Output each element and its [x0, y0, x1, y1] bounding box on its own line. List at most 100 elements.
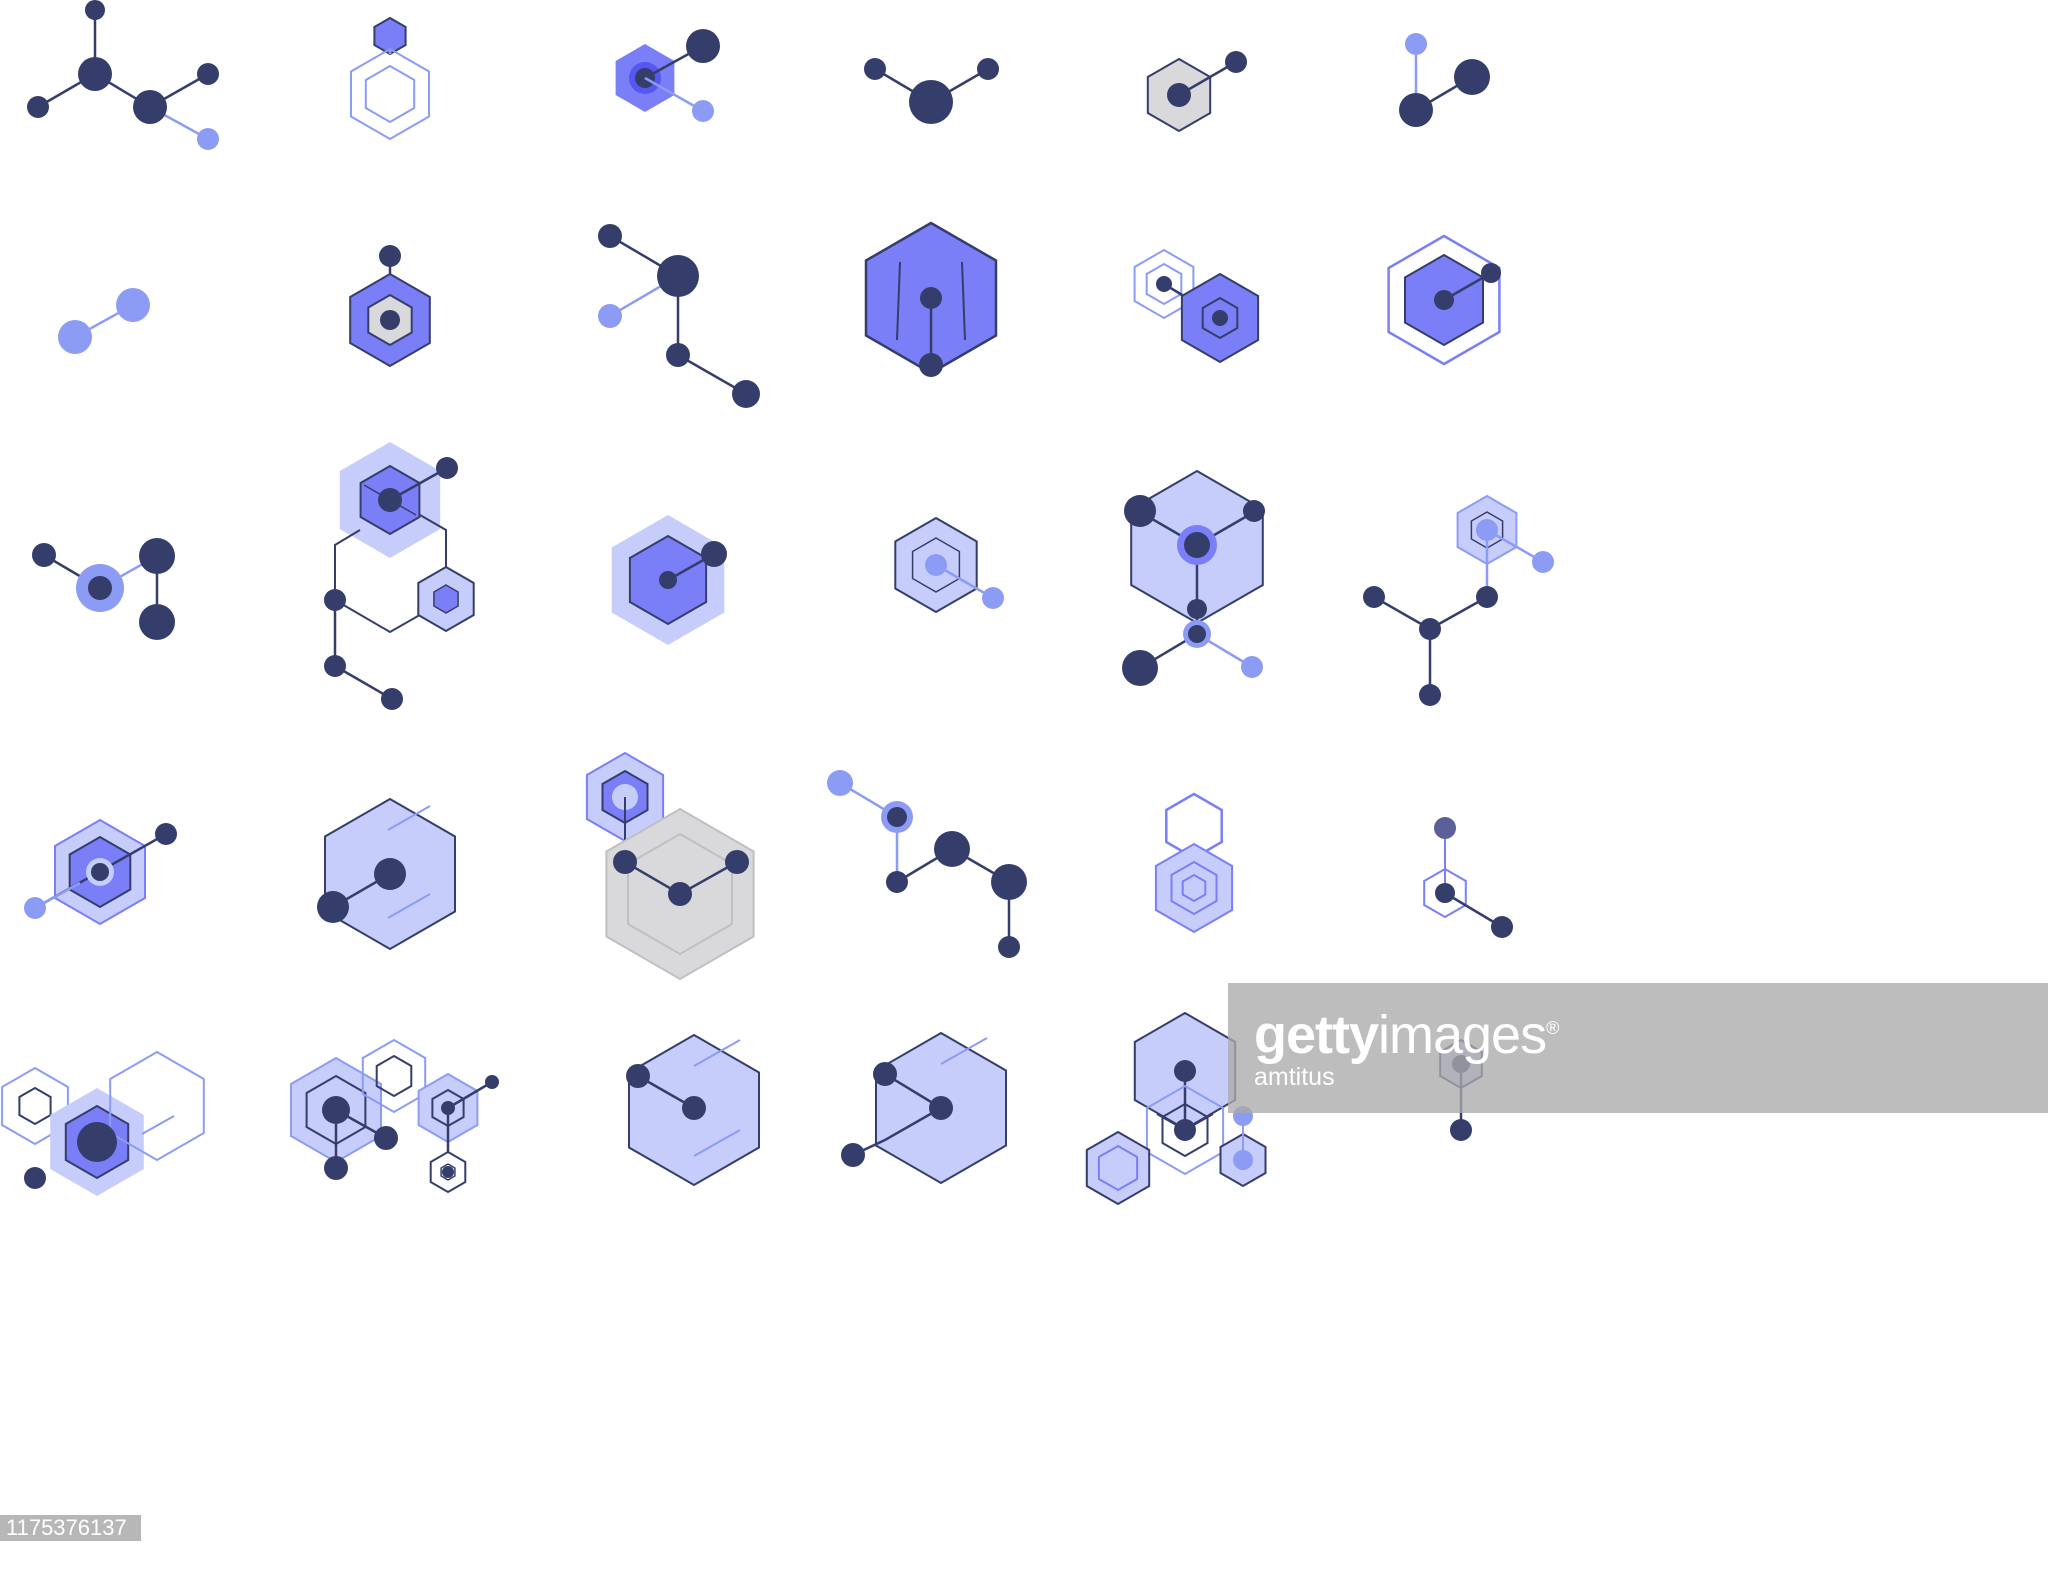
icon-shape [732, 380, 760, 408]
hexagon-cluster-icon [1, 1050, 205, 1196]
icon-shape [442, 1166, 454, 1178]
icon-shape [1481, 263, 1501, 283]
molecule-zigzag-icon [827, 770, 1027, 958]
icon-shape [139, 538, 175, 574]
icon-shape [197, 63, 219, 85]
icon-shape [692, 100, 714, 122]
icon-shape [381, 688, 403, 710]
icon-shape [1476, 519, 1498, 541]
icon-shape [598, 304, 622, 328]
icon-shape [626, 1064, 650, 1088]
watermark-author: amtitus [1254, 1063, 1335, 1091]
icon-shape [1124, 495, 1156, 527]
icon-shape [378, 488, 402, 512]
icon-shape [374, 858, 406, 890]
icon-shape [613, 850, 637, 874]
icon-shape [18, 1086, 52, 1126]
icon-shape [864, 58, 886, 80]
icon-shape [1145, 1084, 1225, 1176]
icon-shape [1405, 33, 1427, 55]
icon-shape [317, 891, 349, 923]
icon-shape [1085, 1130, 1151, 1206]
icon-shape [109, 1050, 205, 1162]
icon-shape [644, 76, 704, 113]
icon-shape [485, 1075, 499, 1089]
watermark-brand-light: images [1378, 1005, 1547, 1065]
icon-shape [1454, 59, 1490, 95]
icon-shape [682, 1096, 706, 1120]
icon-shape [139, 604, 175, 640]
icon-shape [1435, 883, 1455, 903]
icon-shape [1154, 842, 1234, 934]
icon-shape [1423, 867, 1467, 919]
watermark-logo: gettyimages® [1254, 1001, 1559, 1065]
watermark-brand-bold: getty [1254, 1005, 1379, 1065]
icon-shape [380, 310, 400, 330]
icon-shape [1, 1066, 69, 1146]
hexagon-large-icon [864, 221, 998, 377]
icon-shape [693, 1129, 741, 1157]
molecule-tree-icon [1363, 494, 1554, 706]
icon-shape [929, 1096, 953, 1120]
hexagon-bond-icon [317, 797, 456, 951]
icon-shape [429, 1150, 467, 1194]
hexagon-network-icon [324, 442, 475, 710]
icon-shape [387, 805, 431, 831]
icon-shape [24, 897, 46, 919]
icon-shape [920, 287, 942, 309]
hexagon-cube-molecule-icon [1122, 469, 1265, 686]
molecule-pair-icon [58, 288, 150, 354]
icon-shape [379, 245, 401, 267]
icon-shape [886, 871, 908, 893]
hexagon-outline-icon [350, 16, 430, 141]
icon-shape [441, 1101, 455, 1115]
icon-shape [896, 261, 901, 341]
hexagon-group-icon [290, 1038, 499, 1194]
icon-shape [686, 29, 720, 63]
icon-shape [1532, 551, 1554, 573]
icon-shape [1212, 310, 1228, 326]
icon-shape [1399, 93, 1433, 127]
icon-shape [911, 537, 961, 593]
icon-shape [961, 261, 966, 341]
icon-shape [1434, 290, 1454, 310]
icon-shape [925, 554, 947, 576]
icon-shape [1174, 1119, 1196, 1141]
icon-shape [433, 584, 459, 614]
molecule-v-icon [864, 58, 999, 124]
icon-shape [197, 128, 219, 150]
icon-shape [1156, 276, 1172, 292]
icon-shape [375, 1054, 413, 1098]
hexagon-molecule-icon [615, 29, 720, 122]
icon-shape [324, 655, 346, 677]
hexagon-double-icon [1133, 248, 1260, 364]
icon-shape [1170, 860, 1218, 916]
watermark: gettyimages® amtitus [1228, 983, 2048, 1113]
icon-shape [91, 863, 109, 881]
icon-shape [977, 58, 999, 80]
icon-shape [934, 831, 970, 867]
icon-shape [1419, 684, 1441, 706]
molecule-small-icon [32, 538, 175, 640]
icon-shape [1145, 262, 1183, 306]
icon-shape [1201, 296, 1239, 340]
icon-shape [1419, 618, 1441, 640]
icon-shape [940, 1037, 988, 1065]
watermark-registered: ® [1546, 1018, 1559, 1038]
icon-shape [387, 893, 431, 919]
icon-shape [659, 571, 677, 589]
icon-shape [374, 1126, 398, 1150]
icon-shape [324, 1156, 348, 1180]
icon-shape [1188, 625, 1206, 643]
molecule-branch-icon [27, 0, 219, 150]
icon-shape [873, 1062, 897, 1086]
icon-shape [919, 353, 943, 377]
icon-shape [1476, 586, 1498, 608]
icon-shape [693, 1039, 741, 1067]
icon-shape [1174, 1060, 1196, 1082]
icon-shape [324, 589, 346, 611]
icon-shape [447, 1080, 493, 1110]
icon-shape [1241, 656, 1263, 678]
icon-shape [887, 807, 907, 827]
